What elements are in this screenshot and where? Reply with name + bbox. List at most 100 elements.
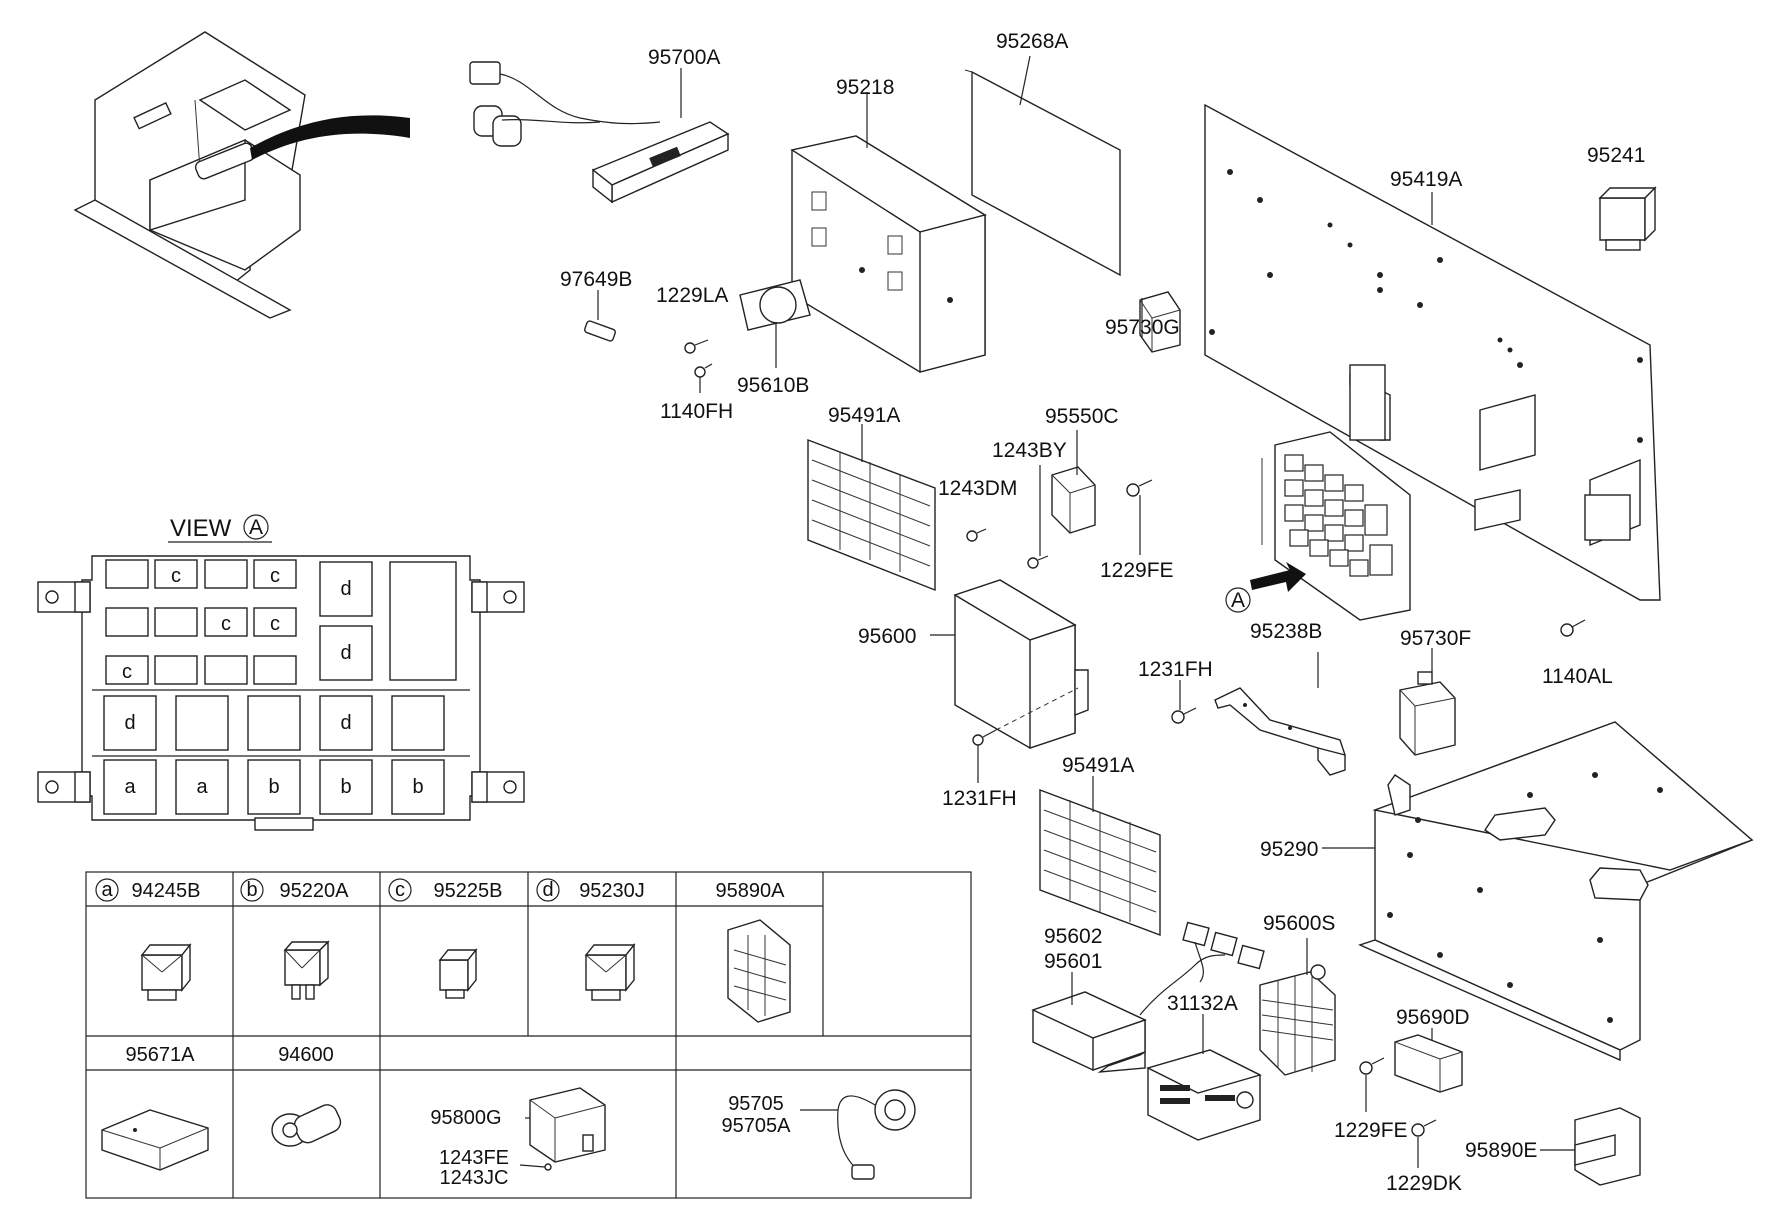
fuse-slot-label: c (221, 613, 231, 635)
view-a-layout: VIEW A (37, 514, 525, 831)
fastener-1243DM (966, 528, 987, 542)
legend-header-95890A: 95890A (716, 880, 786, 902)
view-marker: A (249, 516, 263, 539)
legend-key: d (542, 879, 553, 901)
fuse-slot-label: c (270, 613, 280, 635)
label-95601: 95601 (1044, 950, 1102, 973)
legend-part-number: 95705A (722, 1115, 792, 1137)
label-95419A: 95419A (1390, 168, 1462, 191)
label-1140FH: 1140FH (660, 400, 733, 423)
fastener-1243BY (1027, 465, 1049, 569)
relay-slot-label: d (340, 642, 351, 664)
fuse-row-1: c c (105, 559, 297, 589)
part-95491A-bottom (1039, 788, 1161, 937)
legend-key: a (101, 879, 113, 901)
callout-a-letter: A (1231, 589, 1245, 612)
label-95218: 95218 (836, 76, 894, 99)
legend-part-number: 95890A (716, 880, 786, 902)
fuse-row-3: c (105, 655, 297, 685)
label-95491A-top: 95491A (828, 404, 900, 427)
relay-block-icon-95890A (727, 919, 791, 1023)
part-95218 (790, 135, 987, 373)
part-95890E (1574, 1107, 1641, 1186)
relay-icon-c (438, 948, 478, 999)
legend-part-number: 95705 (728, 1093, 784, 1115)
legend-part-number: 94245B (132, 880, 201, 902)
large-fuse-slot (389, 561, 457, 681)
relay-slot-label: b (340, 776, 351, 798)
fuse-slot-label: c (171, 565, 181, 587)
label-95491A-bottom: 95491A (1062, 754, 1134, 777)
part-31132A (1146, 1049, 1262, 1141)
part-labels: 95700A 95268A 95218 95419A 95241 97649B … (560, 30, 1645, 1195)
part-95419A (1204, 103, 1661, 601)
part-95238B (1214, 687, 1346, 776)
relay-icon-a (140, 943, 192, 1001)
label-1229LA: 1229LA (656, 284, 728, 307)
relay-slot-label: b (268, 776, 279, 798)
sensor-icon-95705 (800, 1089, 916, 1180)
label-1229DK: 1229DK (1386, 1172, 1462, 1195)
fuse-row-2: c c (105, 607, 297, 637)
label-1231FH-right: 1231FH (1138, 658, 1213, 681)
module-icon-95671A (101, 1109, 209, 1171)
mount-tab-right-bottom (471, 771, 525, 803)
part-95290 (1358, 721, 1754, 1062)
fastener-1231FH-right (1171, 680, 1197, 724)
label-31132A: 31132A (1167, 992, 1238, 1015)
part-95730G (1139, 291, 1181, 353)
part-95700A (469, 61, 730, 204)
part-95268A (964, 69, 1121, 277)
switch-icon-94600 (271, 1104, 342, 1147)
relay-slot-label: b (412, 776, 423, 798)
label-95290: 95290 (1260, 838, 1318, 861)
label-1243BY: 1243BY (992, 439, 1067, 462)
label-95730F: 95730F (1400, 627, 1471, 650)
fastener-97649B (583, 290, 617, 342)
label-95610B: 95610B (737, 374, 809, 397)
part-95730F (1399, 671, 1456, 756)
relay-slot-label: d (340, 712, 351, 734)
relay-slot-label: d (124, 712, 135, 734)
part-95600 (930, 579, 1089, 749)
legend-table: a 94245B b 95220A c 95225B d 95230J 9589… (85, 871, 972, 1199)
part-95550C (1051, 466, 1096, 534)
label-97649B: 97649B (560, 268, 632, 291)
relay-d-column: d d (319, 561, 373, 681)
label-95690D: 95690D (1396, 1006, 1470, 1029)
part-95602-95601 (1031, 921, 1265, 1073)
fastener-1231FH-bottom (972, 687, 1079, 783)
label-95602: 95602 (1044, 925, 1102, 948)
part-95491A-top (807, 438, 936, 592)
label-95730G: 95730G (1105, 316, 1180, 339)
fastener-1229FE-top (1126, 479, 1153, 555)
fastener-1229LA (684, 339, 713, 393)
label-95241: 95241 (1587, 144, 1645, 167)
part-95690D (1394, 1034, 1463, 1093)
vehicle-interior-inset (73, 31, 410, 319)
relay-block-assembly (1250, 431, 1411, 621)
legend-part-number: 95230J (579, 880, 645, 902)
mount-tab-left-bottom (37, 771, 91, 803)
legend-part-number: 95220A (280, 880, 350, 902)
label-1231FH-bottom: 1231FH (942, 787, 1017, 810)
label-1229FE-bottom: 1229FE (1334, 1119, 1408, 1142)
legend-key: c (395, 879, 405, 901)
relay-icon-d (584, 943, 636, 1001)
label-1229FE-top: 1229FE (1100, 559, 1174, 582)
fastener-1229DK (1411, 1119, 1437, 1168)
label-1140AL: 1140AL (1542, 665, 1613, 688)
fuse-slot-label: c (122, 661, 132, 683)
label-95700A: 95700A (648, 46, 720, 69)
legend-part-number: 1243FE (439, 1147, 509, 1169)
legend-part-number: 95800G (430, 1107, 501, 1129)
label-1243DM: 1243DM (938, 477, 1017, 500)
label-95268A: 95268A (996, 30, 1068, 53)
part-95600S (1259, 964, 1336, 1076)
legend-part-number: 95225B (434, 880, 503, 902)
label-95550C: 95550C (1045, 405, 1119, 428)
relay-slot-label: a (124, 776, 136, 798)
legend-header-a: a 94245B (95, 878, 201, 902)
relay-row-5: a a b b b (103, 759, 445, 815)
